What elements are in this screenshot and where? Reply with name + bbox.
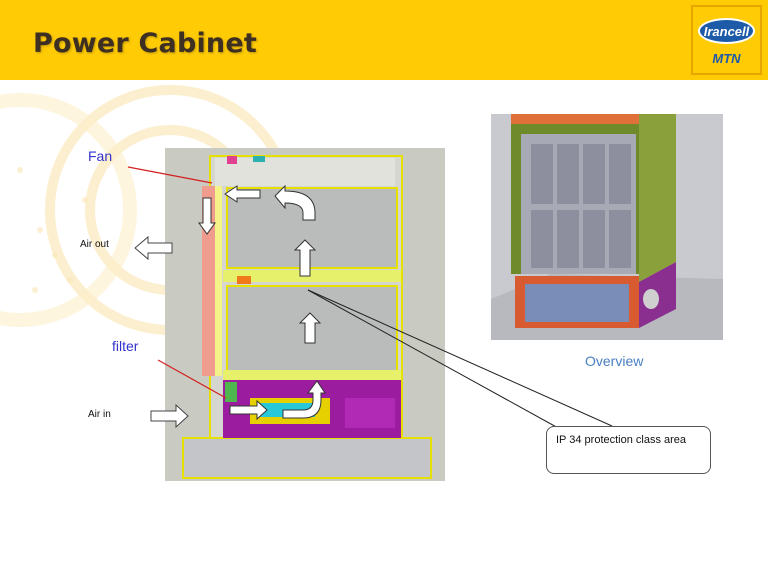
callout-text: IP 34 protection class area <box>556 434 687 446</box>
overview-caption: Overview <box>585 353 644 369</box>
cabinet-cross-section-diagram <box>165 148 445 481</box>
air-in-label: Air in <box>88 409 111 420</box>
air-out-label: Air out <box>80 239 109 250</box>
ip34-callout: IP 34 protection class area <box>546 426 711 474</box>
logo-brand: Irancell <box>698 18 755 44</box>
slide-header: Power Cabinet Irancell MTN <box>0 0 768 80</box>
fan-label: Fan <box>88 148 113 164</box>
callout-pointer-line-2 <box>307 289 613 427</box>
filter-label: filter <box>112 338 139 354</box>
cabinet-overview-image <box>491 114 723 340</box>
fan-pointer-line <box>127 166 213 184</box>
air-in-arrow-icon <box>150 403 189 429</box>
logo-sub: MTN <box>712 51 741 66</box>
irancell-mtn-logo: Irancell MTN <box>691 5 762 75</box>
filter-pointer-line <box>157 359 227 399</box>
slide-title: Power Cabinet <box>33 28 257 59</box>
callout-pointer-line <box>307 289 561 430</box>
air-out-arrow-icon <box>134 235 173 261</box>
